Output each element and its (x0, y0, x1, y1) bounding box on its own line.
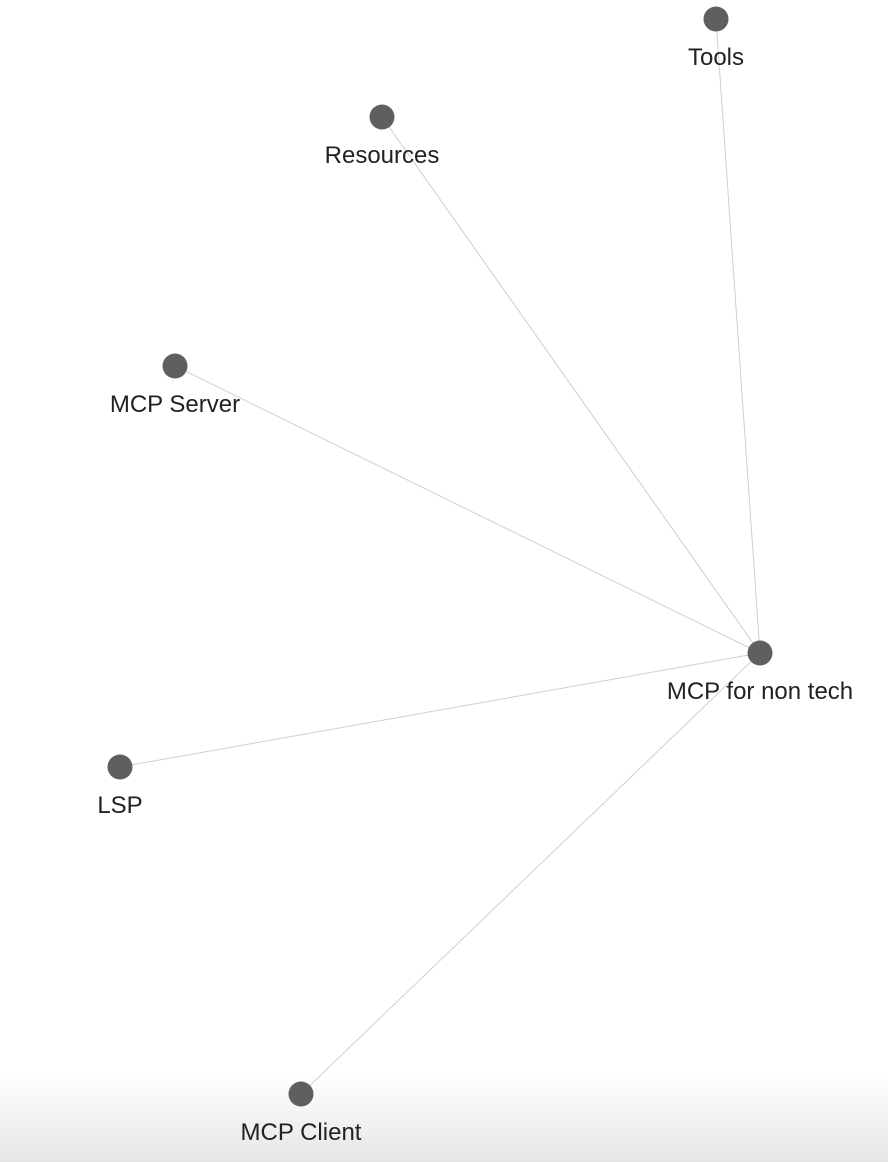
edges-layer (119, 18, 761, 1095)
node-dot-mcp-client[interactable] (288, 1081, 314, 1107)
node-mcp-server[interactable]: MCP Server (110, 353, 240, 419)
node-lsp[interactable]: LSP (97, 754, 143, 820)
node-dot-lsp[interactable] (107, 754, 133, 780)
node-label-lsp: LSP (97, 792, 142, 819)
node-label-tools: Tools (688, 44, 744, 71)
node-tools[interactable]: Tools (688, 6, 744, 72)
edge-mcp-for-non-tech-to-resources (381, 116, 761, 654)
node-label-mcp-for-non-tech: MCP for non tech (667, 678, 853, 705)
bottom-shade (0, 1075, 888, 1162)
edge-mcp-for-non-tech-to-tools (715, 18, 761, 654)
node-label-mcp-client: MCP Client (241, 1119, 362, 1146)
node-dot-mcp-server[interactable] (162, 353, 188, 379)
edge-mcp-for-non-tech-to-mcp-client (300, 652, 761, 1095)
node-resources[interactable]: Resources (325, 104, 440, 170)
node-dot-resources[interactable] (369, 104, 395, 130)
edge-mcp-for-non-tech-to-lsp (119, 652, 761, 768)
node-dot-mcp-for-non-tech[interactable] (747, 640, 773, 666)
node-dot-tools[interactable] (703, 6, 729, 32)
node-label-mcp-server: MCP Server (110, 391, 240, 418)
node-mcp-client[interactable]: MCP Client (241, 1081, 362, 1147)
node-mcp-for-non-tech[interactable]: MCP for non tech (667, 640, 853, 706)
edge-mcp-for-non-tech-to-mcp-server (174, 365, 761, 654)
node-label-resources: Resources (325, 142, 440, 169)
